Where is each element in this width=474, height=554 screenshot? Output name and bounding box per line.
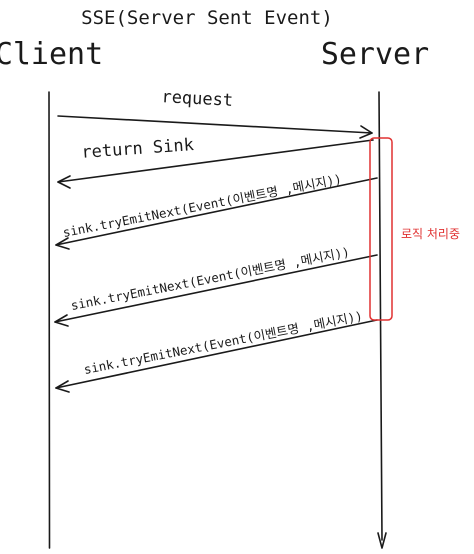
participant-client: Client	[0, 37, 103, 72]
participant-server: Server	[321, 37, 429, 72]
client-lifeline	[48, 91, 51, 549]
processing-box: 로직 처리중	[369, 137, 460, 321]
server-lifeline	[377, 91, 387, 549]
message-emit-event: sink.tryEmitNext(Event(이벤트명 ,메시지))	[55, 171, 378, 250]
message-label: sink.tryEmitNext(Event(이벤트명 ,메시지))	[69, 244, 350, 313]
message-label: request	[161, 87, 234, 111]
message-request: request	[57, 87, 373, 139]
message-label: sink.tryEmitNext(Event(이벤트명 ,메시지))	[61, 171, 342, 240]
processing-label: 로직 처리중	[401, 227, 460, 241]
message-emit-event: sink.tryEmitNext(Event(이벤트명 ,메시지))	[55, 308, 378, 393]
message-label: return Sink	[81, 135, 195, 163]
diagram-title: SSE(Server Sent Event)	[81, 7, 333, 29]
message-label: sink.tryEmitNext(Event(이벤트명 ,메시지))	[82, 308, 363, 377]
